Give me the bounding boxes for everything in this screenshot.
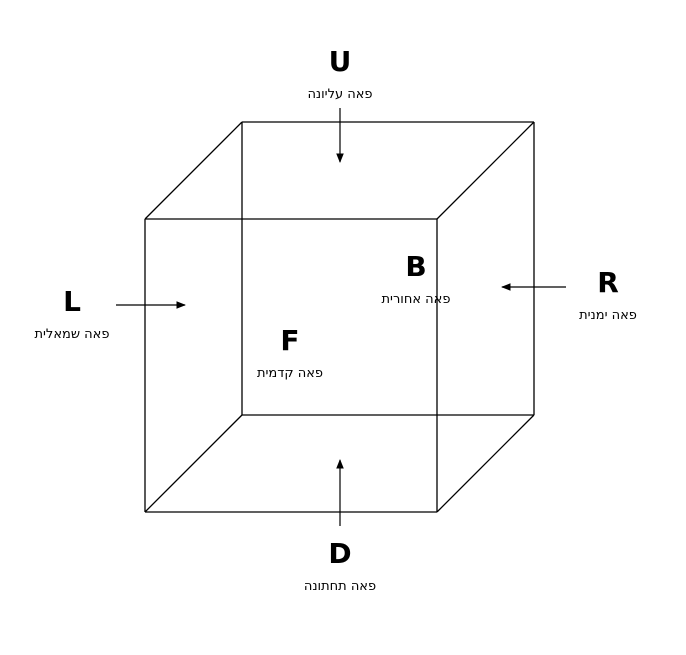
face-letter-down: D [328, 537, 351, 570]
face-letter-left: L [63, 285, 81, 318]
face-name-back: פאה אחורית [382, 292, 451, 307]
face-letter-front: F [280, 324, 299, 357]
connector-top-left [144, 121, 243, 220]
label-back: B פאה אחורית [382, 250, 451, 307]
face-letter-right: R [597, 266, 619, 299]
face-name-right: פאה ימנית [579, 308, 637, 323]
connector-top-right [436, 121, 535, 220]
face-arrows [116, 108, 566, 526]
connector-bottom-left [144, 414, 243, 513]
cube-wireframe [144, 121, 535, 513]
label-front: F פאה קדמית [257, 324, 323, 381]
face-letter-back: B [405, 250, 426, 283]
face-name-up: פאה עליונה [307, 87, 372, 102]
face-name-left: פאה שמאלית [34, 327, 109, 342]
label-up: U פאה עליונה [307, 45, 372, 102]
face-letter-up: U [329, 45, 352, 78]
face-name-front: פאה קדמית [257, 366, 323, 381]
label-left: L פאה שמאלית [34, 285, 109, 342]
connector-bottom-right [436, 414, 535, 513]
label-right: R פאה ימנית [579, 266, 637, 323]
label-down: D פאה תחתונה [304, 537, 376, 594]
face-name-down: פאה תחתונה [304, 579, 376, 594]
